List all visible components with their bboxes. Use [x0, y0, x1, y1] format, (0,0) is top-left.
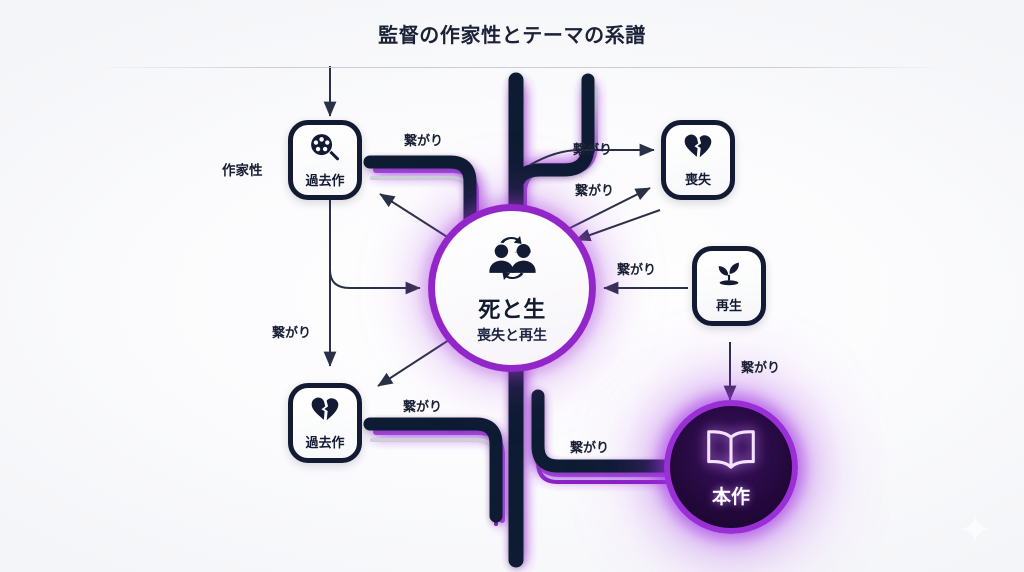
node-label: 喪失 — [684, 173, 711, 188]
broken-heart-icon — [682, 132, 714, 168]
node-theme-center[interactable]: 死と生 喪失と再生 — [428, 204, 596, 372]
node-label: 過去作 — [305, 436, 345, 451]
people-cycle-icon — [481, 232, 543, 288]
sparkle-icon — [961, 515, 989, 543]
node-sublabel: 喪失と再生 — [477, 327, 547, 344]
seedling-icon — [712, 258, 746, 294]
node-label: 死と生 — [478, 297, 546, 323]
node-past-work-bottom[interactable]: 過去作 — [288, 383, 362, 463]
page-title-bar: 監督の作家性とテーマの系譜 — [0, 0, 1024, 67]
node-label: 過去作 — [305, 174, 345, 189]
film-reel-icon — [308, 131, 342, 169]
edge-label-center-to-current-work: 繋がり — [570, 441, 610, 456]
arrow-center-to-loss — [529, 143, 655, 166]
arrow-center-to-loss-2 — [569, 187, 651, 229]
node-rebirth[interactable]: 再生 — [692, 246, 766, 326]
edge-label-past-work-top-to-bottom: 繋がり — [272, 326, 312, 341]
node-loss[interactable]: 喪失 — [661, 120, 735, 200]
node-label: 再生 — [715, 299, 742, 314]
broken-heart-icon — [309, 395, 341, 431]
arrow-center-to-past-work-bottom — [377, 337, 453, 387]
node-label: 本作 — [711, 486, 750, 508]
arrow-center-to-past-work-top — [379, 193, 453, 241]
edge-label-rebirth-to-center: 繋がり — [617, 263, 657, 278]
side-label-authorship: 作家性 — [222, 163, 263, 179]
edge-label-loss-to-center: 繋がり — [575, 184, 615, 199]
node-current-work[interactable]: 本作 — [664, 400, 798, 534]
edge-label-past-work-bottom-to-center: 繋がり — [403, 400, 443, 415]
edge-label-past-work-top-to-center: 繋がり — [404, 134, 444, 149]
arrow-past-work-top-to-center — [329, 200, 421, 295]
branch-trunk — [363, 72, 707, 568]
edge-label-rebirth-to-current-work: 繋がり — [741, 361, 781, 376]
page-title: 監督の作家性とテーマの系譜 — [378, 23, 646, 47]
edge-label-center-to-loss: 繋がり — [573, 143, 613, 158]
open-book-icon — [702, 425, 760, 479]
arrow-loss-to-center — [575, 209, 661, 242]
node-past-work-top[interactable]: 過去作 — [288, 120, 362, 200]
header-divider — [90, 67, 948, 68]
